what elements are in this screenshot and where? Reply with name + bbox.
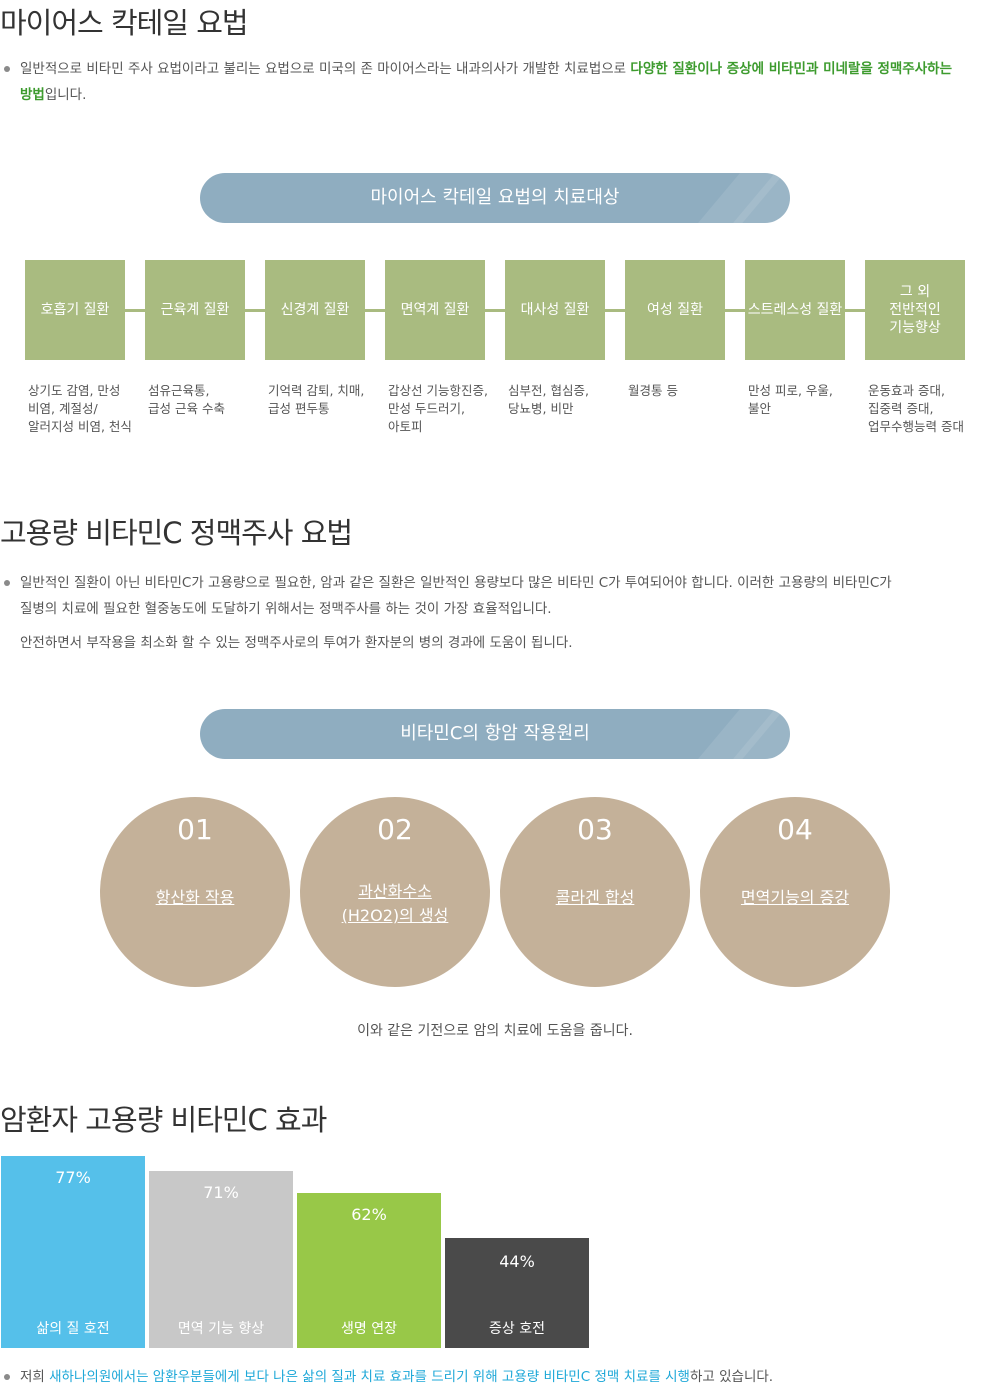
effect-bar-label: 면역 기능 향상 [177,1321,265,1337]
mechanism-circle[interactable]: 02 과산화수소 (H2O2)의 생성 [300,797,490,987]
target-box: 면역계 질환 [385,260,485,360]
mechanism-number: 04 [777,813,813,846]
myers-description-tail: 입니다. [44,87,87,103]
target-description: 월경통 등 [628,383,678,398]
vitamin-c-description-line3: 안전하면서 부작용을 최소화 할 수 있는 정맥주사로의 투여가 환자분의 병의… [20,635,573,651]
treatment-targets-banner: 마이어스 칵테일 요법의 치료대상 [200,173,790,223]
target-description: 만성 피로, 우울, 불안 [748,383,833,416]
vitamin-c-description-line1: 일반적인 질환이 아닌 비타민C가 고용량으로 필요한, 암과 같은 질환은 일… [20,575,892,591]
effect-bar: 62% 생명 연장 [297,1193,441,1348]
target-box: 호흡기 질환 [25,260,125,360]
myers-description-highlight: 다양한 질환이나 증상에 비타민과 미네랄을 정맥주사하는 방법 [20,61,952,103]
mechanism-link[interactable]: 과산화수소 (H2O2)의 생성 [341,882,449,925]
myers-description-text: 일반적으로 비타민 주사 요법이라고 불리는 요법으로 미국의 존 마이어스라는… [20,61,631,77]
target-box: 근육계 질환 [145,260,245,360]
effect-bar: 44% 증상 호전 [445,1238,589,1348]
mechanism-number: 01 [177,813,213,846]
mechanism-note: 이와 같은 기전으로 암의 치료에 도움을 줍니다. [357,1023,633,1039]
bullet-dot-icon [4,580,10,586]
mechanism-circle[interactable]: 04 면역기능의 증강 [700,797,890,987]
effect-bar-value: 44% [499,1252,535,1271]
target-description: 섬유근육통, 급성 근육 수축 [148,383,225,416]
target-box: 그 외 전반적인 기능향상 [865,260,965,360]
target-description: 기억력 감퇴, 치매, 급성 편두통 [268,383,365,416]
effects-description-tail: 하고 있습니다. [689,1369,774,1385]
effect-bar-value: 77% [55,1168,91,1187]
mechanism-number: 03 [577,813,613,846]
target-description: 상기도 감염, 만성 비염, 계절성/ 알러지성 비염, 천식 [28,383,132,434]
effect-bar: 71% 면역 기능 향상 [149,1171,293,1348]
section-title-effects: 암환자 고용량 비타민C 효과 [0,1103,327,1137]
anticancer-mechanism-banner-label: 비타민C의 항암 작용원리 [400,723,590,744]
mechanism-label: 면역기능의 증강 [700,886,890,910]
anticancer-mechanism-banner: 비타민C의 항암 작용원리 [200,709,790,759]
bullet-dot-icon [4,66,10,72]
mechanism-circle[interactable]: 01 항산화 작용 [100,797,290,987]
target-box: 여성 질환 [625,260,725,360]
target-box: 대사성 질환 [505,260,605,360]
effect-bar-value: 71% [203,1183,239,1202]
target-description: 심부전, 협심증, 당뇨병, 비만 [508,383,589,416]
effect-bar-value: 62% [351,1205,387,1224]
effects-description: 저희 새하나의원에서는 암환우분들에게 보다 나은 삶의 질과 치료 효과를 드… [0,1364,960,1386]
section-title-vitamin-c-iv: 고용량 비타민C 정맥주사 요법 [0,516,353,550]
effect-bar-label: 삶의 질 호전 [36,1321,110,1337]
mechanism-label: 콜라겐 합성 [500,886,690,910]
target-box: 스트레스성 질환 [745,260,845,360]
effects-description-prefix: 저희 [20,1369,50,1385]
mechanism-circle[interactable]: 03 콜라겐 합성 [500,797,690,987]
effect-bar-label: 생명 연장 [341,1321,397,1337]
mechanism-number: 02 [377,813,413,846]
effects-description-highlight: 새하나의원에서는 암환우분들에게 보다 나은 삶의 질과 치료 효과를 드리기 … [49,1369,690,1385]
bullet-dot-icon [4,1374,10,1380]
targets-connector-line [30,309,960,312]
treatment-targets-banner-label: 마이어스 칵테일 요법의 치료대상 [370,187,620,208]
section-title-myers: 마이어스 칵테일 요법 [0,6,249,40]
vitamin-c-description: 일반적인 질환이 아닌 비타민C가 고용량으로 필요한, 암과 같은 질환은 일… [0,570,960,656]
target-description: 운동효과 증대, 집중력 증대, 업무수행능력 증대 [868,383,964,434]
myers-description: 일반적으로 비타민 주사 요법이라고 불리는 요법으로 미국의 존 마이어스라는… [0,56,960,108]
target-description: 갑상선 기능항진증, 만성 두드러기, 아토피 [388,383,488,434]
target-box: 신경계 질환 [265,260,365,360]
mechanism-link[interactable]: 면역기능의 증강 [740,888,850,907]
mechanism-label: 항산화 작용 [100,886,290,910]
mechanism-link[interactable]: 콜라겐 합성 [555,888,635,907]
mechanism-label: 과산화수소 (H2O2)의 생성 [300,880,490,928]
vitamin-c-description-line2: 질병의 치료에 필요한 혈중농도에 도달하기 위해서는 정맥주사를 하는 것이 … [20,601,552,617]
effect-bar: 77% 삶의 질 호전 [1,1156,145,1348]
effect-bar-label: 증상 호전 [489,1321,545,1337]
mechanism-link[interactable]: 항산화 작용 [155,888,235,907]
